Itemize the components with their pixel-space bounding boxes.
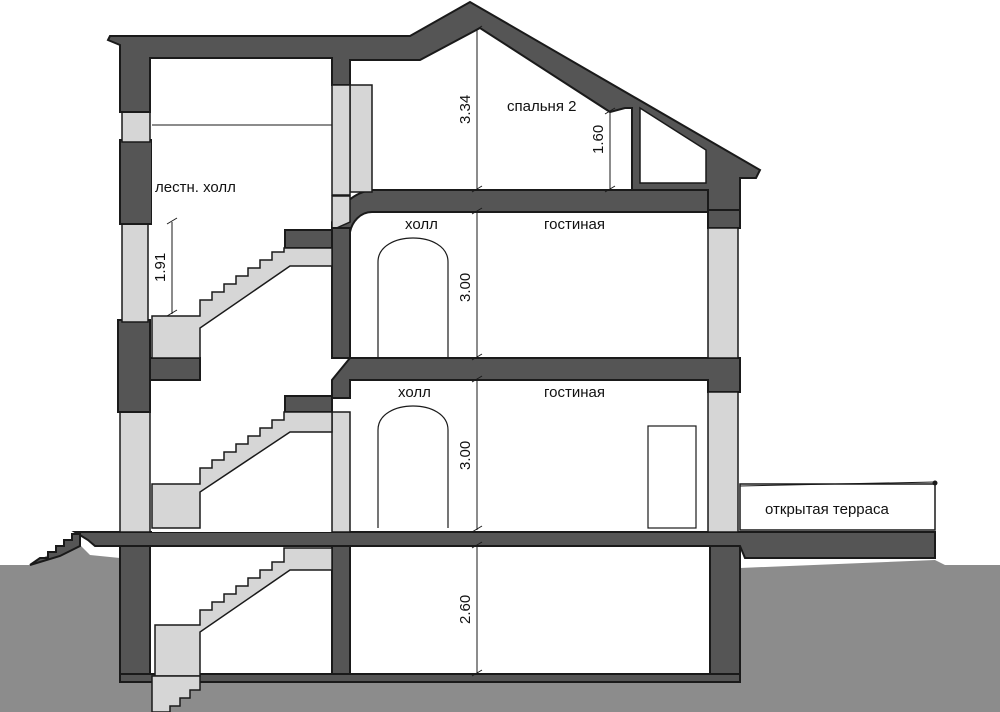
stair-flight-lower <box>151 411 333 529</box>
entrance-steps <box>29 533 81 566</box>
ground-right <box>120 560 1000 712</box>
attic-stair <box>331 195 351 232</box>
center-wall-upper-light <box>331 84 351 196</box>
dim-basement <box>471 541 483 677</box>
stair-basement-below <box>151 675 201 712</box>
label-terrace: открытая терраса <box>765 501 889 518</box>
arch-floor1 <box>377 405 449 528</box>
label-hall-floor2: холл <box>405 216 438 233</box>
dim-floor1 <box>471 375 483 533</box>
door-floor1 <box>647 425 697 529</box>
basement-interior <box>150 546 710 674</box>
left-wall-bottom-glass <box>119 409 151 533</box>
left-wall-top-glass <box>121 109 151 143</box>
ground-slab <box>71 531 936 559</box>
basement-left-wall <box>119 545 151 681</box>
ground <box>0 540 120 712</box>
dim-stair <box>166 217 178 317</box>
floor2-slab-left <box>149 357 201 381</box>
ground-under <box>120 680 740 712</box>
right-wall-floor2 <box>707 227 739 359</box>
roof <box>106 0 762 211</box>
stair-flight-basement <box>154 547 333 677</box>
left-wall-upper <box>119 139 153 225</box>
dim-label-attic: 3.34 <box>457 95 474 124</box>
dim-bedroom <box>604 107 616 193</box>
dim-floor2 <box>471 207 483 361</box>
dim-label-floor1: 3.00 <box>457 441 474 470</box>
attic-storage-box <box>639 106 707 184</box>
label-hall-floor1: холл <box>398 384 431 401</box>
basement-right-wall <box>709 545 741 681</box>
dim-attic <box>471 25 483 193</box>
stair-flight-upper <box>151 247 333 359</box>
label-living-floor2: гостиная <box>544 216 605 233</box>
center-wall-upper <box>331 227 351 359</box>
right-wall-floor1 <box>707 391 739 533</box>
basement-floor <box>119 673 741 683</box>
arch-floor2 <box>377 237 449 358</box>
center-wall-lower <box>331 411 351 533</box>
dim-label-bedroom: 1.60 <box>590 125 607 154</box>
terrace-rail <box>739 483 936 531</box>
dim-label-floor2: 3.00 <box>457 273 474 302</box>
dim-label-basement: 2.60 <box>457 595 474 624</box>
attic-stair-wall <box>349 84 373 193</box>
label-stair-hall: лестн. холл <box>155 179 236 196</box>
dim-label-stair: 1.91 <box>152 253 169 282</box>
label-living-floor1: гостиная <box>544 384 605 401</box>
left-wall-mid-glass <box>121 221 149 323</box>
label-bedroom2: спальня 2 <box>507 98 576 115</box>
left-wall-slab2 <box>117 319 151 413</box>
basement-mid-wall <box>331 545 351 675</box>
